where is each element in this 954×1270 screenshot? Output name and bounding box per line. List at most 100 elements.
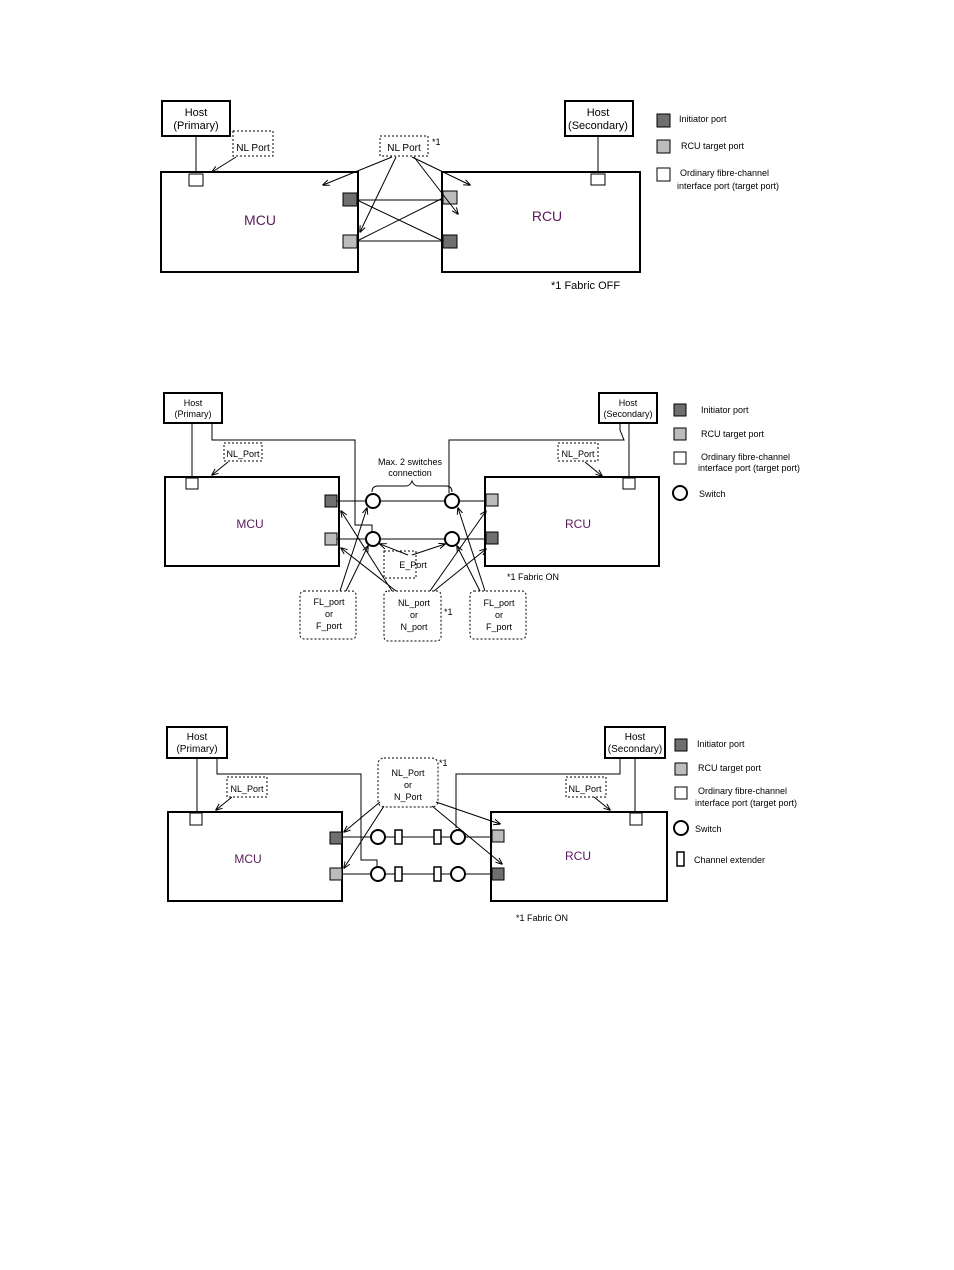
nl-port-right-label: NL_Port — [561, 449, 595, 459]
arrow-icon — [458, 508, 486, 592]
legend-ordinary-label: Ordinary fibre-channel — [698, 786, 787, 796]
nl-port-center-label: NL_Port — [391, 768, 425, 778]
mcu-box: MCU — [167, 811, 343, 902]
arrow-icon — [344, 805, 385, 868]
legend-switch-icon — [672, 485, 688, 501]
diagram-fabric-on-switches: Host (Primary) Host (Secondary) MCU RCU — [163, 392, 800, 642]
arrow-icon — [212, 461, 229, 475]
rcu-box: RCU — [490, 811, 668, 902]
arrow-icon — [339, 508, 367, 592]
e-port-callout — [383, 550, 417, 579]
legend-initiator-swatch — [673, 403, 687, 417]
mcu-label: MCU — [236, 517, 263, 531]
host-primary: Host (Primary) — [161, 100, 231, 137]
host-primary-switch-path — [211, 423, 373, 536]
mcu-initiator-port — [324, 494, 338, 508]
arrow-icon — [584, 461, 602, 476]
host-secondary-switch-path — [448, 423, 625, 493]
arrow-icon — [457, 546, 481, 592]
host-secondary-switch-path — [455, 758, 621, 828]
mcu-rcu-target-port — [342, 234, 358, 249]
fl-port-right-or: or — [495, 610, 503, 620]
legend-initiator-swatch — [656, 113, 671, 128]
legend-rcu-target-swatch — [656, 139, 671, 154]
legend-ordinary-label-line2: interface port (target port) — [698, 463, 800, 473]
legend-ordinary-label: Ordinary fibre-channel — [680, 168, 769, 178]
legend-ordinary-swatch — [656, 167, 671, 182]
mcu-initiator-port — [329, 831, 343, 845]
nl-port-center-callout — [383, 590, 442, 642]
nl-port-center-label: NL_port — [398, 598, 431, 608]
arrow-icon — [433, 549, 486, 592]
legend-rcu-target-label: RCU target port — [681, 141, 745, 151]
mcu-initiator-port — [342, 192, 358, 207]
legend-ordinary-label: Ordinary fibre-channel — [701, 452, 790, 462]
legend-switch-label: Switch — [699, 489, 726, 499]
nl-port-left-callout — [226, 776, 268, 798]
note-mark: *1 — [439, 758, 448, 768]
legend-extender-label: Channel extender — [694, 855, 765, 865]
nl-port-center-alt: N_Port — [394, 792, 423, 802]
nl-port-left-callout — [232, 130, 274, 157]
mcu-label: MCU — [234, 852, 261, 866]
rcu-label: RCU — [565, 849, 591, 863]
nl-port-left-label: NL Port — [236, 143, 270, 154]
mcu-box: MCU — [160, 171, 359, 273]
arrow-icon — [593, 796, 610, 810]
legend-switch-icon — [673, 820, 689, 836]
rcu-host-port — [622, 477, 636, 490]
fl-port-right-callout — [469, 590, 527, 640]
diagram-fabric-off: Host (Primary) Host (Secondary) MCU RCU — [160, 100, 779, 292]
arrow-icon — [429, 511, 486, 592]
host-primary-label: Host — [185, 107, 208, 119]
link-mcu-init-to-rcu-target — [356, 199, 444, 242]
diagram-fabric-on-extenders: Host (Primary) Host (Secondary) MCU RCU — [166, 726, 797, 923]
legend: Initiator port RCU target port Ordinary … — [673, 738, 797, 867]
legend-ordinary-label-line2: interface port (target port) — [677, 181, 779, 191]
host-secondary-sublabel: (Secondary) — [603, 409, 652, 419]
legend-ordinary-swatch — [673, 451, 687, 465]
rcu-initiator-port — [442, 234, 458, 249]
rcu-label: RCU — [532, 208, 562, 224]
rcu-rcu-target-port — [485, 493, 499, 507]
mcu-host-port — [189, 812, 203, 826]
mcu-rcu-target-port — [329, 867, 343, 881]
legend-ordinary-swatch — [674, 786, 688, 800]
max-switches-label-line2: connection — [388, 468, 432, 478]
fl-port-left-label: FL_port — [313, 597, 345, 607]
arrow-icon — [411, 156, 470, 185]
host-primary-switch-path — [216, 758, 378, 866]
rcu-rcu-target-port — [491, 829, 505, 843]
rcu-initiator-port — [491, 867, 505, 881]
channel-extender-icon — [394, 829, 403, 845]
max-switches-brace — [371, 479, 453, 493]
fl-port-right-alt: F_port — [486, 622, 513, 632]
rcu-label: RCU — [565, 517, 591, 531]
arrow-icon — [323, 156, 393, 185]
nl-port-right-callout — [565, 776, 607, 798]
legend-initiator-label: Initiator port — [697, 739, 745, 749]
arrow-icon — [413, 156, 458, 214]
host-secondary: Host (Secondary) — [564, 100, 634, 137]
arrow-icon — [411, 544, 445, 556]
nl-port-right-label: NL_Port — [568, 784, 602, 794]
channel-extender-icon — [433, 866, 442, 882]
legend-rcu-target-swatch — [673, 427, 687, 441]
mcu-rcu-target-port — [324, 532, 338, 546]
legend-channel-extender-icon — [676, 851, 685, 867]
channel-extender-icon — [394, 866, 403, 882]
rcu-box: RCU — [441, 171, 641, 273]
host-secondary-sublabel: (Secondary) — [608, 744, 662, 755]
arrow-icon — [341, 511, 393, 592]
legend-rcu-target-label: RCU target port — [698, 763, 762, 773]
host-secondary: Host (Secondary) — [598, 392, 658, 424]
fl-port-left-callout — [299, 590, 357, 640]
switch-icon — [365, 493, 381, 509]
switch-icon — [450, 829, 466, 845]
host-primary-sublabel: (Primary) — [173, 120, 218, 132]
nl-port-center-or: or — [404, 780, 412, 790]
fl-port-right-label: FL_port — [483, 598, 515, 608]
host-primary-sublabel: (Primary) — [175, 409, 212, 419]
nl-port-center-or: or — [410, 610, 418, 620]
